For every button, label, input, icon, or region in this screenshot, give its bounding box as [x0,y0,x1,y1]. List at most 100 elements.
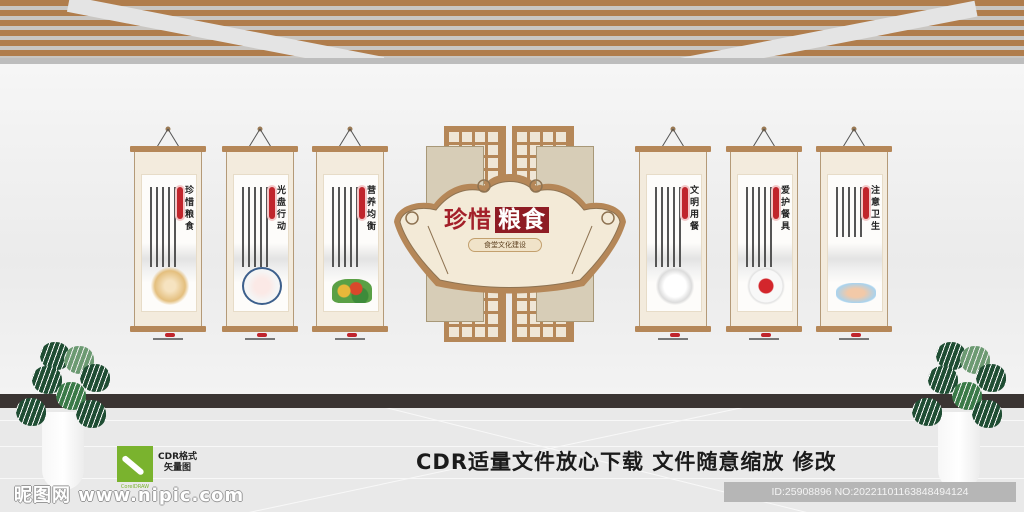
heart-plate-icon [746,267,786,305]
mist-decoration [828,243,882,283]
plant-pot [938,412,980,490]
plant-pot [42,412,84,490]
coreldraw-brand: CorelDRAW [120,484,150,490]
seal-icon [761,333,771,337]
hanger-icon [842,126,866,148]
scroll-rod-top [130,146,206,152]
scroll-title: 爱护餐具 [781,186,791,232]
seal-icon [670,333,680,337]
text-lines-decoration [746,187,772,267]
red-seal-bar [177,187,183,219]
fan-frame-icon [394,174,626,294]
scroll-footer-line [839,338,869,340]
hanger-icon [661,126,685,148]
monstera-leaf-icon [912,398,942,426]
clean-plate-seal-icon [242,267,282,305]
red-seal-bar [359,187,365,219]
scroll-footer-line [245,338,275,340]
ceiling-slat [0,50,1024,56]
ceiling-slat [0,30,1024,36]
scroll-rod-bottom [816,326,892,332]
monstera-leaf-icon [76,400,106,428]
site-watermark: 昵图网 www.nipic.com [14,485,245,506]
promo-text: CDR适量文件放心下载 文件随意缩放 修改 [416,450,837,474]
text-lines-decoration [242,187,268,267]
hanger-icon [338,126,362,148]
scroll-rod-bottom [635,326,711,332]
ceiling-slat [0,20,1024,26]
hanger-icon [752,126,776,148]
ceiling-trim [0,58,1024,64]
scroll-inner: 光盘行动 [233,174,289,312]
scroll-panel-4: 文明用餐 [635,126,711,340]
monstera-leaf-icon [976,364,1006,392]
scroll-rod-top [816,146,892,152]
scroll-rod-top [726,146,802,152]
hanger-icon [248,126,272,148]
main-title-part1: 珍惜 [444,207,492,233]
washing-hands-icon [836,283,876,303]
scroll-rod-top [222,146,298,152]
text-lines-decoration [655,187,681,267]
scroll-footer-line [749,338,779,340]
scroll-paper: 光盘行动 [226,152,294,340]
scroll-title: 注意卫生 [871,186,881,232]
monstera-leaf-icon [80,364,110,392]
text-lines-decoration [836,187,862,237]
baseboard [0,394,1024,408]
text-lines-decoration [332,187,358,267]
ceiling-slat [0,0,1024,6]
scroll-rod-bottom [222,326,298,332]
scroll-inner: 注意卫生 [827,174,883,312]
monstera-leaf-icon [16,398,46,426]
floor-tile-line [0,420,1024,421]
format-label-line1: CDR格式 [158,452,198,462]
scroll-paper: 文明用餐 [639,152,707,340]
floor-tile-line [0,478,1024,479]
red-seal-bar [269,187,275,219]
scroll-panel-1: 珍惜粮食 [130,126,206,340]
subtitle-badge: 食堂文化建设 [468,238,542,252]
main-title: 珍惜粮食 [444,200,549,234]
scroll-paper: 珍惜粮食 [134,152,202,340]
seal-icon [347,333,357,337]
image-id-box: ID:25908896 NO:20221101163848494124 [724,482,1016,502]
scroll-paper: 爱护餐具 [730,152,798,340]
scroll-rod-bottom [130,326,206,332]
main-title-highlight: 粮食 [495,207,549,233]
scroll-rod-top [312,146,388,152]
scroll-title: 营养均衡 [367,186,377,232]
scroll-footer-line [153,338,183,340]
scroll-rod-bottom [726,326,802,332]
wheat-hands-icon [150,267,190,305]
ceiling-slat [0,10,1024,16]
scroll-inner: 营养均衡 [323,174,379,312]
floor-tile-line [0,446,1024,447]
scroll-paper: 注意卫生 [820,152,888,340]
hanger-icon [156,126,180,148]
red-seal-bar [682,187,688,219]
scroll-panel-2: 光盘行动 [222,126,298,340]
seal-icon [851,333,861,337]
scroll-panel-3: 营养均衡 [312,126,388,340]
seal-icon [165,333,175,337]
text-lines-decoration [150,187,176,267]
format-label: CDR格式 矢量图 [158,452,197,474]
coreldraw-logo-icon: CorelDRAW [117,446,153,490]
pen-nib-icon [121,454,145,477]
scroll-panel-5: 爱护餐具 [726,126,802,340]
scroll-inner: 文明用餐 [646,174,702,312]
rice-bowl-icon [655,267,695,305]
scroll-rod-top [635,146,711,152]
seal-icon [257,333,267,337]
scroll-title: 珍惜粮食 [185,186,195,232]
center-emblem: 珍惜粮食 食堂文化建设 [388,126,632,342]
scroll-title: 文明用餐 [690,186,700,232]
potted-plant-left [14,340,114,490]
scroll-panel-6: 注意卫生 [816,126,892,340]
scroll-title: 光盘行动 [277,186,287,232]
potted-plant-right [910,340,1010,490]
scroll-paper: 营养均衡 [316,152,384,340]
scroll-footer-line [658,338,688,340]
ceiling-slat [0,40,1024,46]
